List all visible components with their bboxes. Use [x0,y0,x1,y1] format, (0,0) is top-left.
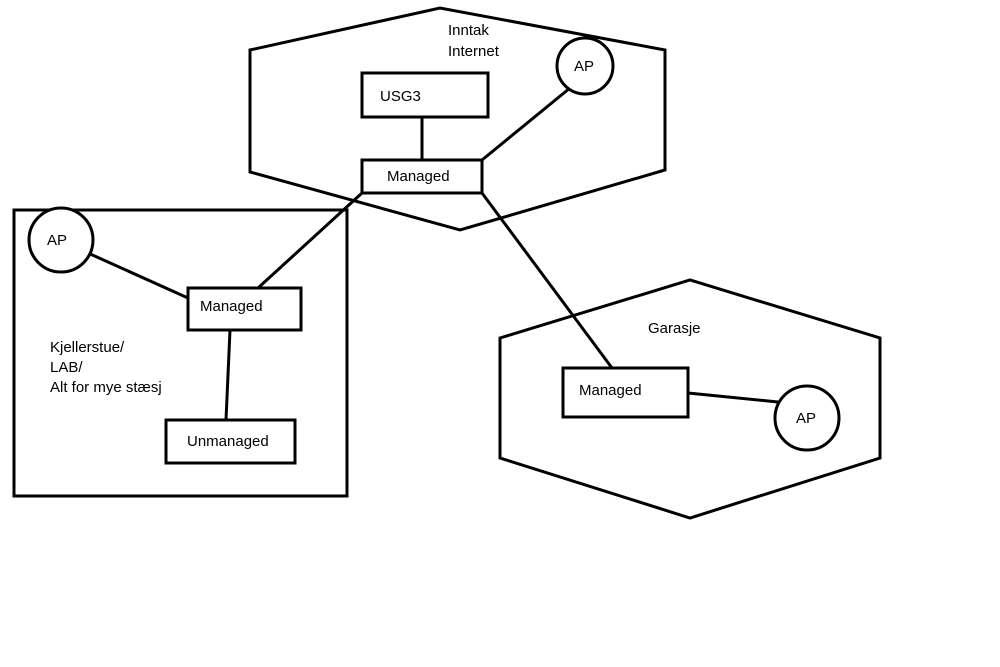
core-ap-label: AP [574,58,594,75]
internet-zone-label-line1: Inntak [448,22,489,39]
internet-zone-hexagon [248,6,667,232]
garage-zone-label: Garasje [648,320,701,337]
link-garage-ap [687,391,779,404]
basement-unmanaged-box [164,418,297,465]
link-basement-unmanaged [224,329,232,421]
link-core-ap [481,86,571,162]
basement-zone-label-line1: Kjellerstue/ [50,339,125,356]
basement-zone-label-line2: LAB/ [50,359,83,376]
garage-ap-circle [773,384,841,452]
basement-unmanaged-label: Unmanaged [187,433,269,450]
basement-switch-box [186,286,303,332]
core-ap-circle [555,36,615,96]
basement-switch-label: Managed [200,298,263,315]
garage-switch-label: Managed [579,382,642,399]
basement-zone-box [12,208,349,498]
basement-ap-circle [27,206,95,274]
garage-ap-label: AP [796,410,816,427]
link-core-basement [256,191,364,290]
garage-switch-box [561,366,690,419]
link-core-garage [480,192,614,369]
core-switch-label: Managed [387,168,450,185]
usg-box [360,71,490,119]
link-basement-ap [87,251,189,300]
basement-ap-label: AP [47,232,67,249]
usg-label: USG3 [380,88,421,105]
internet-zone-label-line2: Internet [448,43,500,60]
core-switch-box [360,158,484,195]
garage-zone-hexagon [498,278,882,520]
basement-zone-label-line3: Alt for mye stæsj [50,379,162,396]
